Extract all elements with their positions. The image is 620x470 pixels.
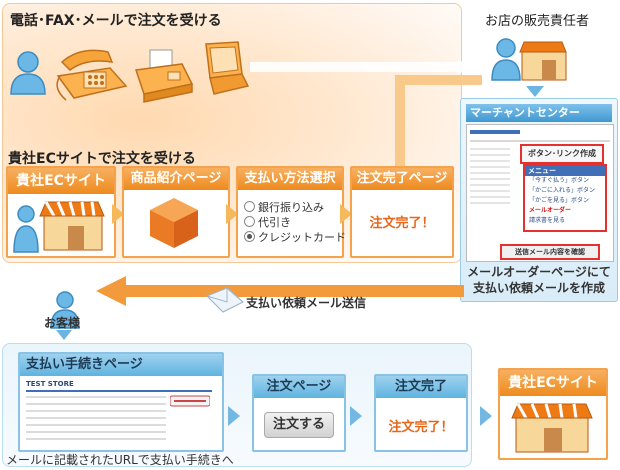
payment-option-cod[interactable]: 代引き bbox=[244, 215, 342, 230]
payment-option-card[interactable]: クレジットカード bbox=[244, 230, 346, 245]
flow-box-ec-site: 貴社ECサイト bbox=[6, 166, 116, 258]
send-mail-confirm-button[interactable]: 送信メール内容を確認 bbox=[500, 244, 600, 260]
menu-item-view-cart[interactable]: 「かごを見る」ボタン bbox=[529, 197, 590, 204]
merchant-menu-box: メニュー 「今すぐ払う」ボタン 「かごに入れる」ボタン 「かごを見る」ボタン メ… bbox=[523, 164, 607, 232]
ec-site-final-box: 貴社ECサイト bbox=[498, 368, 608, 460]
payment-logo bbox=[170, 395, 210, 407]
test-store-label: TEST STORE bbox=[26, 380, 74, 388]
order-done-header: 注文完了 bbox=[376, 376, 466, 398]
ec-site-header: 貴社ECサイト bbox=[8, 168, 114, 194]
storefront-icon bbox=[13, 201, 105, 253]
seller-label: お店の販売責任者 bbox=[485, 14, 590, 29]
mail-send-label: 支払い依頼メール送信 bbox=[246, 296, 367, 310]
merchant-caption-line1: メールオーダーページにて bbox=[467, 265, 611, 279]
footer-caption: メールに記載されたURLで支払い手続きへ bbox=[6, 453, 234, 467]
seller-down-arrow bbox=[526, 86, 544, 97]
menu-item-buy-now[interactable]: 「今すぐ払う」ボタン bbox=[529, 177, 590, 184]
menu-item-mail-order[interactable]: メールオーダー bbox=[529, 207, 572, 214]
customer-down-arrow bbox=[56, 330, 72, 340]
order-complete-text: 注文完了！ bbox=[369, 216, 435, 231]
order-complete-header: 注文完了ページ bbox=[352, 168, 452, 190]
shop-manager-icon bbox=[491, 38, 567, 81]
flow-box-payment-method: 支払い方法選択 銀行振り込み 代引き クレジットカード bbox=[236, 166, 346, 258]
flow-arrow-3 bbox=[340, 204, 352, 224]
order-button[interactable]: 注文する bbox=[264, 412, 334, 438]
ec-site-title: 貴社ECサイトで注文を受ける bbox=[8, 151, 196, 167]
flow-box-product-page: 商品紹介ページ bbox=[122, 166, 230, 258]
radio-cod[interactable] bbox=[244, 216, 255, 227]
laptop-icon bbox=[205, 41, 250, 95]
staff-person-icon bbox=[10, 51, 46, 95]
order-page-box: 注文ページ 注文する bbox=[252, 374, 346, 452]
merchant-logo-bar bbox=[470, 130, 520, 134]
merchant-side-menu bbox=[470, 148, 510, 208]
merchant-divider bbox=[470, 140, 610, 142]
flow-arrow-2 bbox=[226, 204, 238, 224]
button-link-create[interactable]: ボタン･リンク作成 bbox=[520, 144, 604, 164]
product-box-icon bbox=[150, 198, 198, 248]
phone-fax-mail-title: 電話･FAX･メールで注文を受ける bbox=[10, 13, 222, 29]
flow-arrow-1 bbox=[112, 204, 124, 224]
order-done-box: 注文完了 注文完了！ bbox=[374, 374, 468, 452]
bottom-flow-arrow-3 bbox=[480, 406, 492, 426]
bottom-flow-arrow-2 bbox=[350, 406, 362, 426]
menu-item-add-cart[interactable]: 「かごに入れる」ボタン bbox=[529, 187, 596, 194]
customer-person-icon bbox=[50, 291, 80, 329]
order-done-text: 注文完了！ bbox=[388, 420, 454, 435]
customer-label: お客様 bbox=[44, 316, 81, 330]
radio-bank[interactable] bbox=[244, 201, 255, 212]
bottom-flow-arrow-1 bbox=[228, 406, 240, 426]
merchant-center-title: マーチャントセンター bbox=[466, 104, 612, 122]
payment-option-bank[interactable]: 銀行振り込み bbox=[244, 200, 342, 215]
envelope-icon bbox=[205, 287, 245, 313]
complete-to-merchant-arrow bbox=[395, 75, 482, 176]
payment-method-header: 支払い方法選択 bbox=[238, 168, 342, 190]
merchant-caption: メールオーダーページにて 支払い依頼メールを作成 bbox=[462, 264, 616, 296]
payment-procedure-header: 支払い手続きページ bbox=[20, 354, 222, 376]
mail-send-arrow bbox=[96, 276, 464, 306]
merchant-caption-line2: 支払い依頼メールを作成 bbox=[472, 281, 605, 295]
storefront-final-icon bbox=[511, 403, 593, 453]
radio-card[interactable] bbox=[244, 231, 255, 242]
payment-form-lines bbox=[26, 396, 166, 440]
store-header-line bbox=[26, 390, 212, 392]
fax-machine-icon bbox=[135, 49, 194, 103]
flow-box-order-complete: 注文完了ページ 注文完了！ bbox=[350, 166, 454, 258]
product-page-header: 商品紹介ページ bbox=[124, 168, 228, 190]
ec-site-final-header: 貴社ECサイト bbox=[500, 370, 606, 396]
phone-to-seller-arrow bbox=[250, 60, 476, 74]
menu-item-invoice[interactable]: 請求書を見る bbox=[529, 217, 566, 224]
payment-procedure-page: 支払い手続きページ TEST STORE bbox=[18, 352, 224, 452]
merchant-menu-title: メニュー bbox=[525, 166, 605, 176]
telephone-icon bbox=[56, 49, 128, 101]
order-page-header: 注文ページ bbox=[254, 376, 344, 398]
